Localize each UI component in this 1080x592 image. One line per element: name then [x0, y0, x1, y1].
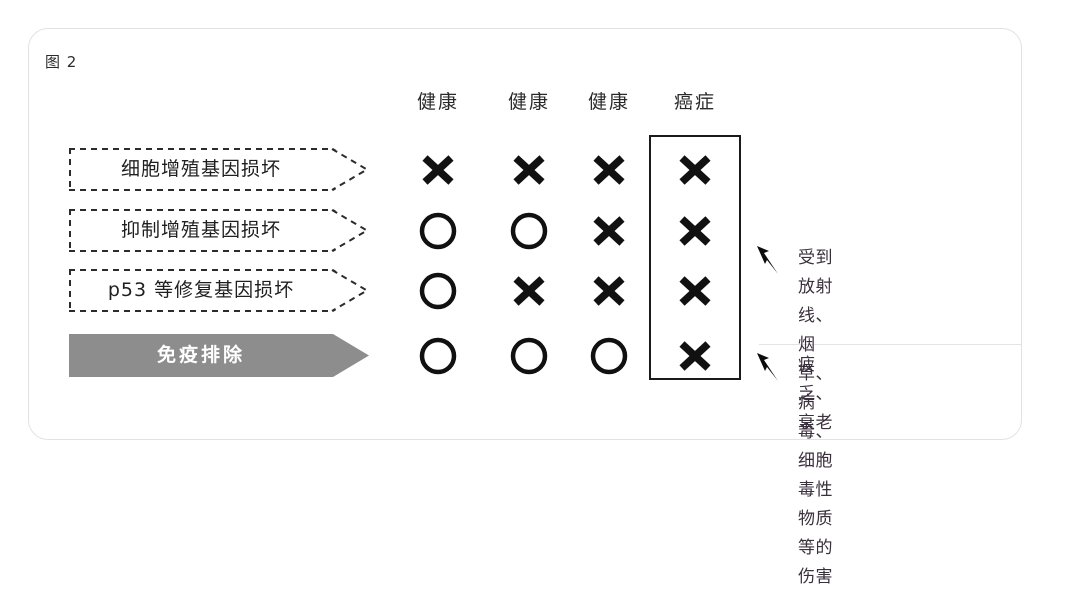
annotation-divider — [759, 344, 1021, 345]
column-header-3: 癌症 — [673, 91, 716, 113]
cross-symbol-r0-c2 — [585, 146, 633, 194]
figure-label: 图 2 — [45, 53, 78, 71]
cancer-column-highlight-box — [649, 135, 741, 380]
cross-symbol-r0-c1 — [505, 146, 553, 194]
row-label-arrow-1: 抑制增殖基因损坏 — [69, 209, 369, 252]
circle-symbol-r1-c1 — [505, 207, 553, 255]
row-label-arrow-0: 细胞增殖基因损坏 — [69, 148, 369, 191]
cross-symbol-r0-c3 — [671, 146, 719, 194]
arrow-shape-2 — [69, 269, 369, 312]
row-label-text-0: 细胞增殖基因损坏 — [120, 158, 281, 180]
arrow-head-2 — [331, 269, 369, 312]
cross-symbol-r1-c2 — [585, 207, 633, 255]
cross-symbol-r1-c3 — [671, 207, 719, 255]
circle-symbol-r3-c1 — [505, 332, 553, 380]
row-label-text-1: 抑制增殖基因损坏 — [120, 219, 281, 241]
cross-symbol-r2-c1 — [505, 267, 553, 315]
arrow-shape-0 — [69, 148, 369, 191]
arrow-shape-3 — [69, 334, 369, 377]
cross-symbol-r3-c3 — [671, 332, 719, 380]
figure-card: 图 2 健康 健康 健康 癌症 细胞增殖基因损坏抑制增殖基因损坏 p53 等修复基因损坏… — [28, 28, 1022, 587]
lightning-bolt-icon — [757, 246, 778, 274]
circle-symbol-r3-c2 — [585, 332, 633, 380]
arrow-head-1 — [331, 209, 369, 252]
row-label-text-2: p53 等修复基因损坏 — [107, 279, 295, 301]
cross-symbol-r2-c2 — [585, 267, 633, 315]
row-label-arrow-2: p53 等修复基因损坏 — [69, 269, 369, 312]
row-label-text-3: 免疫排除 — [156, 344, 245, 366]
column-header-2: 健康 — [587, 91, 630, 113]
arrow-shape-1 — [69, 209, 369, 252]
cross-symbol-r2-c3 — [671, 267, 719, 315]
circle-symbol-r1-c0 — [414, 207, 462, 255]
cross-symbol-r0-c0 — [414, 146, 462, 194]
row-label-arrow-3: 免疫排除 — [69, 334, 369, 377]
arrow-head-0 — [331, 148, 369, 191]
column-header-1: 健康 — [507, 91, 550, 113]
column-header-0: 健康 — [416, 91, 459, 113]
lightning-bolt-icon — [757, 353, 778, 381]
annotation-text-1: 疲乏、衰老 — [798, 355, 833, 433]
circle-symbol-r2-c0 — [414, 267, 462, 315]
circle-symbol-r3-c0 — [414, 332, 462, 380]
